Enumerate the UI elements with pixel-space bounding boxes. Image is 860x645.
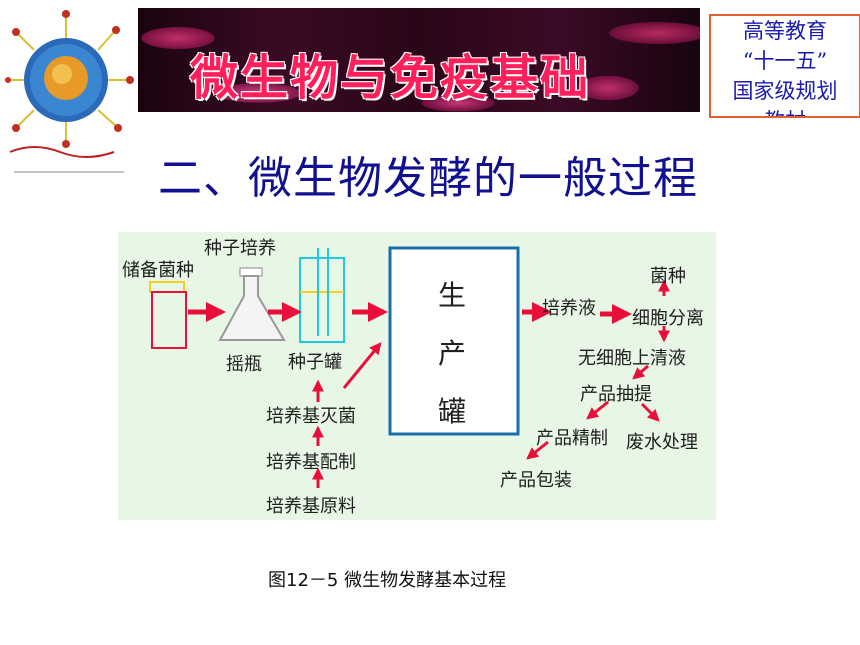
shake-flask-shape <box>218 267 286 341</box>
label-medium-raw: 培养基原料 <box>266 496 356 517</box>
diagram-graphics <box>149 246 670 488</box>
arrow-extraction-to-waste <box>640 402 660 422</box>
arrow-extraction-to-refining <box>586 400 609 420</box>
label-extraction: 产品抽提 <box>580 384 652 405</box>
title-banner <box>138 8 700 112</box>
label-shake-flask: 摇瓶 <box>226 354 262 375</box>
label-refining: 产品精制 <box>536 428 608 449</box>
edu-badge-line: 国家级规划 <box>732 79 838 103</box>
label-cell-separation: 细胞分离 <box>632 308 704 329</box>
edu-badge-line: 教材 <box>711 106 859 116</box>
figure-caption: 图12－5 微生物发酵基本过程 <box>268 570 507 591</box>
label-strain: 菌种 <box>650 266 686 287</box>
edu-badge-line: “十一五” <box>742 49 828 73</box>
banner-title: 微生物与免疫基础 <box>190 50 591 106</box>
arrow-refining-to-packaging <box>526 440 549 460</box>
arrow-steril-to-production <box>342 342 382 389</box>
label-supernatant: 无细胞上清液 <box>578 348 686 369</box>
label-medium-sterilization: 培养基灭菌 <box>266 406 356 427</box>
label-production-tank-1: 生 <box>438 279 467 312</box>
storage-tube-body <box>151 291 187 349</box>
label-culture-liquid: 培养液 <box>542 298 596 319</box>
edu-badge: 高等教育 “十一五” 国家级规划 教材 <box>709 14 860 118</box>
production-tank-box <box>388 246 520 436</box>
label-storage: 储备菌种 <box>122 260 194 281</box>
label-production-tank-3: 罐 <box>438 395 467 428</box>
label-packaging: 产品包装 <box>500 470 572 491</box>
label-seed-tank: 种子罐 <box>288 352 342 373</box>
arrow-supernatant-to-extraction <box>632 364 649 380</box>
label-production-tank-2: 产 <box>438 337 467 370</box>
edu-badge-line: 高等教育 <box>743 19 827 43</box>
storage-tube <box>149 281 185 293</box>
fermentation-diagram: 储备菌种 种子培养 摇瓶 种子罐 生 产 罐 培养基灭菌 培养基配制 培养基原料… <box>118 232 716 520</box>
section-title: 二、微生物发酵的一般过程 <box>158 153 698 204</box>
label-medium-preparation: 培养基配制 <box>266 452 356 473</box>
label-wastewater: 废水处理 <box>626 432 698 453</box>
seed-tank-shape <box>299 248 345 343</box>
label-seed-culture: 种子培养 <box>204 238 276 259</box>
virus-illustration <box>5 10 134 173</box>
